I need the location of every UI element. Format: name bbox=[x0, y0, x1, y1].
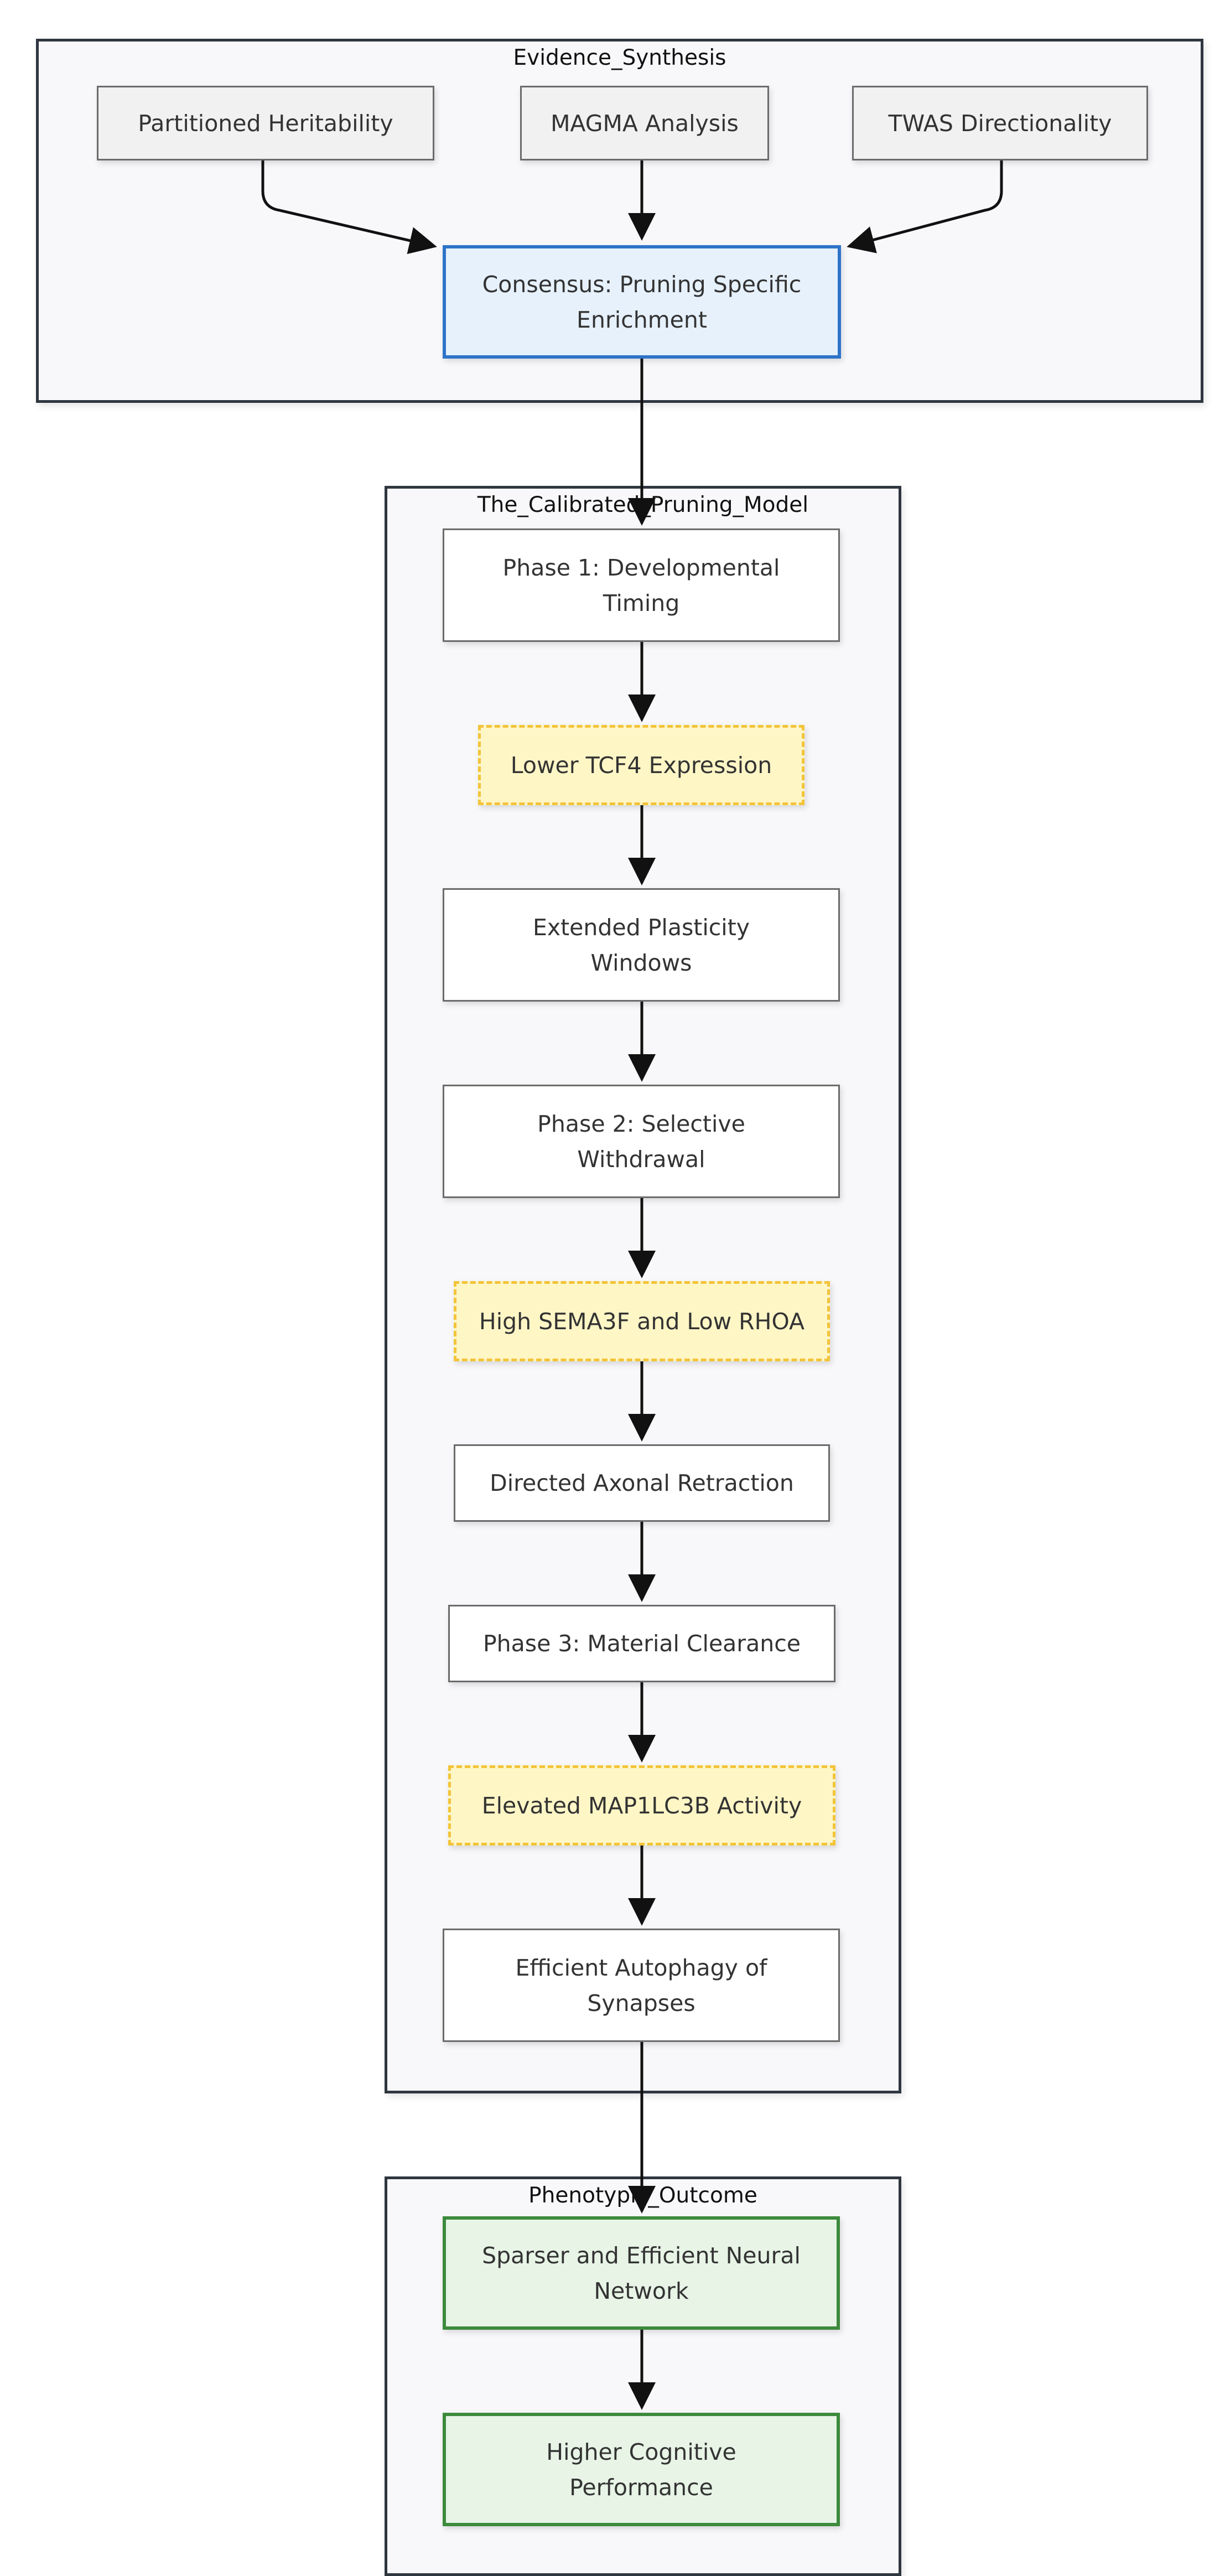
node-sparser-efficient-neural-network: Sparser and Efficient Neural Network bbox=[443, 2216, 840, 2330]
node-consensus-line-1: Consensus: Pruning Specific bbox=[482, 271, 802, 298]
node-partitioned-heritability-label: Partitioned Heritability bbox=[138, 110, 393, 137]
node-consensus-pruning-specific-enrichment: Consensus: Pruning Specific Enrichment bbox=[443, 245, 841, 359]
node-phase-2-selective-withdrawal: Phase 2: Selective Withdrawal bbox=[443, 1085, 840, 1198]
node-phase-1-developmental-timing: Phase 1: Developmental Timing bbox=[443, 528, 840, 642]
node-phase-1-line-2: Timing bbox=[603, 589, 680, 616]
cluster-title-evidence-synthesis: Evidence_Synthesis bbox=[513, 45, 726, 70]
node-magma-analysis: MAGMA Analysis bbox=[520, 86, 769, 160]
node-efficient-autophagy-line-1: Efficient Autophagy of bbox=[515, 1954, 767, 1981]
node-twas-directionality-label: TWAS Directionality bbox=[888, 110, 1112, 137]
node-higher-cognitive-performance: Higher Cognitive Performance bbox=[443, 2413, 840, 2526]
node-partitioned-heritability: Partitioned Heritability bbox=[97, 86, 434, 160]
cluster-title-phenotypic-outcome: Phenotypic_Outcome bbox=[528, 2183, 757, 2208]
node-sparser-line-2: Network bbox=[594, 2277, 689, 2304]
node-lower-tcf4-expression: Lower TCF4 Expression bbox=[478, 725, 804, 805]
node-elevated-map1lc3b-activity: Elevated MAP1LC3B Activity bbox=[448, 1765, 835, 1846]
node-twas-directionality: TWAS Directionality bbox=[852, 86, 1148, 160]
node-efficient-autophagy-line-2: Synapses bbox=[587, 1989, 695, 2017]
node-directed-axonal-retraction: Directed Axonal Retraction bbox=[454, 1444, 830, 1522]
node-extended-plasticity-line-1: Extended Plasticity bbox=[532, 914, 750, 941]
node-extended-plasticity-windows: Extended Plasticity Windows bbox=[443, 888, 840, 1002]
cluster-title-calibrated-pruning-model: The_Calibrated_Pruning_Model bbox=[477, 493, 809, 517]
node-phase-2-line-1: Phase 2: Selective bbox=[537, 1110, 745, 1137]
node-phase-3-material-clearance-label: Phase 3: Material Clearance bbox=[482, 1630, 801, 1657]
node-high-sema3f-low-rhoa-label: High SEMA3F and Low RHOA bbox=[479, 1308, 805, 1335]
node-directed-axonal-retraction-label: Directed Axonal Retraction bbox=[490, 1470, 794, 1496]
node-higher-cognitive-line-1: Higher Cognitive bbox=[546, 2438, 736, 2465]
node-high-sema3f-low-rhoa: High SEMA3F and Low RHOA bbox=[454, 1281, 830, 1361]
node-phase-1-line-1: Phase 1: Developmental bbox=[502, 554, 780, 581]
node-sparser-line-1: Sparser and Efficient Neural bbox=[482, 2242, 801, 2269]
node-phase-3-material-clearance: Phase 3: Material Clearance bbox=[448, 1605, 835, 1682]
node-efficient-autophagy-of-synapses: Efficient Autophagy of Synapses bbox=[443, 1929, 840, 2042]
node-extended-plasticity-line-2: Windows bbox=[590, 949, 692, 976]
node-consensus-line-2: Enrichment bbox=[577, 306, 707, 333]
node-higher-cognitive-line-2: Performance bbox=[569, 2474, 713, 2501]
node-lower-tcf4-expression-label: Lower TCF4 Expression bbox=[510, 751, 772, 779]
node-phase-2-line-2: Withdrawal bbox=[577, 1146, 705, 1173]
node-elevated-map1lc3b-activity-label: Elevated MAP1LC3B Activity bbox=[481, 1792, 802, 1819]
node-magma-analysis-label: MAGMA Analysis bbox=[551, 110, 739, 137]
